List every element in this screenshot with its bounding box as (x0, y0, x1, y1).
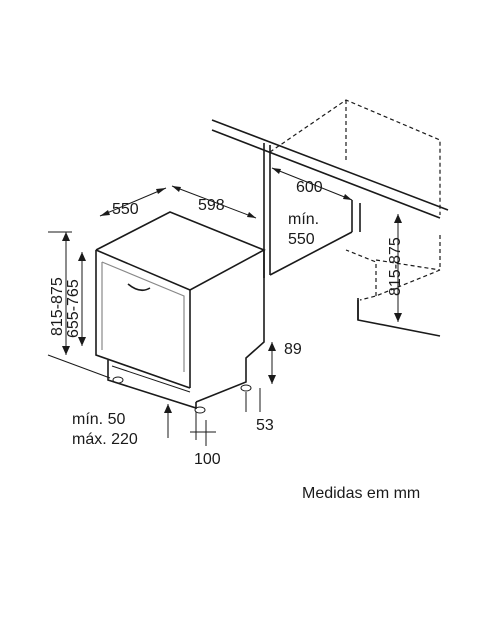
label-door-min: mín. 50 (72, 411, 125, 428)
label-appliance-height: 815-875 (49, 277, 66, 336)
label-niche-height: 815-875 (387, 237, 404, 296)
label-inner-height: 655-765 (65, 279, 82, 338)
label-foot-offset: 100 (194, 451, 221, 468)
label-door-max: máx. 220 (72, 431, 138, 448)
label-niche-depth: 600 (296, 179, 323, 196)
label-niche-min-width: 550 (288, 231, 315, 248)
dishwasher-body (95, 211, 266, 414)
label-appliance-depth: 550 (112, 201, 139, 218)
label-appliance-width: 598 (198, 197, 225, 214)
label-kick-height: 89 (284, 341, 302, 358)
dimension-lines (47, 167, 402, 446)
cabinet-niche (211, 99, 449, 337)
label-min: mín. (288, 211, 319, 228)
label-kick-offset: 53 (256, 417, 274, 434)
caption: Medidas em mm (302, 485, 420, 502)
